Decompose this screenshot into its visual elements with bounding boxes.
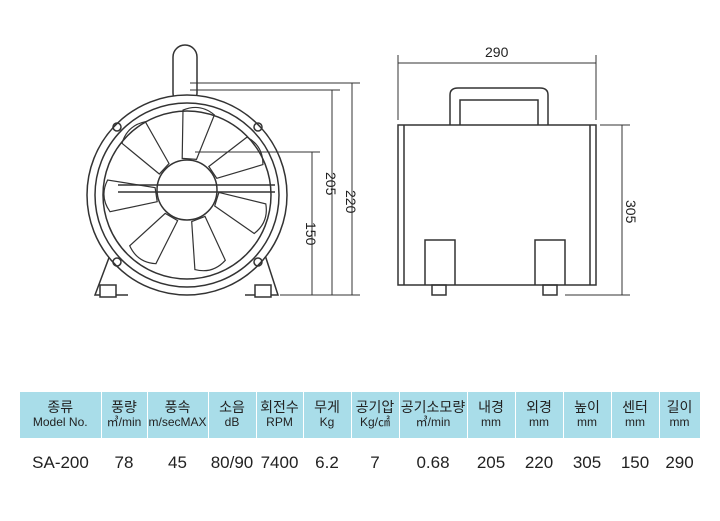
header-unit: Kg/㎠	[359, 415, 390, 429]
header-label: 종류	[47, 399, 74, 415]
header-unit: mm	[669, 415, 690, 429]
fan-blade	[213, 191, 267, 235]
table-cell: 80/90	[210, 453, 254, 472]
header-label: 공기소모량	[400, 399, 466, 415]
table-cell: SA-200	[32, 453, 89, 472]
header-unit: m/secMAX	[148, 415, 207, 429]
front-dimension-lines	[190, 82, 360, 296]
header-unit: ㎥/min	[106, 415, 142, 429]
dim-inner-diameter: 205	[323, 172, 339, 196]
fan-blade	[121, 121, 170, 175]
fan-blade	[207, 136, 264, 180]
header-label: 소음	[219, 399, 245, 415]
header-unit: mm	[625, 415, 645, 429]
header-label: 높이	[574, 399, 600, 415]
dim-height: 305	[623, 200, 639, 224]
fan-blade	[103, 179, 158, 213]
header-label: 풍량	[111, 399, 137, 415]
table-cell: 0.68	[416, 453, 450, 472]
table-cell: 78	[114, 453, 134, 472]
header-label: 외경	[526, 399, 552, 415]
table-cell: 7400	[260, 453, 299, 472]
table-cell: 7	[370, 453, 380, 472]
table-cell: 45	[168, 453, 187, 472]
technical-drawing: 220 205 150 290 305	[86, 44, 639, 298]
header-unit: dB	[224, 415, 240, 429]
fan-blade	[128, 212, 179, 265]
side-view	[397, 87, 597, 296]
table-cell: 305	[572, 453, 602, 472]
table-cell: 290	[665, 453, 694, 472]
header-unit: Model No.	[32, 415, 88, 429]
header-unit: ㎥/min	[415, 415, 451, 429]
table-cell: 150	[620, 453, 650, 472]
dim-length: 290	[485, 44, 509, 60]
header-unit: mm	[577, 415, 597, 429]
table-row: SA-200 78 45 80/90 7400 6.2 7 0.68 205 220 305 150 2…	[20, 438, 700, 488]
table-cell: 205	[476, 453, 506, 472]
header-label: 내경	[478, 399, 504, 415]
fan-blade	[181, 106, 216, 161]
dim-outer-diameter: 220	[343, 190, 359, 214]
header-unit: Kg	[319, 415, 335, 429]
header-label: 길이	[666, 399, 693, 415]
header-label: 풍속	[164, 399, 191, 415]
header-unit: RPM	[266, 415, 293, 429]
header-label: 공기압	[355, 399, 395, 415]
header-label: 센터	[622, 399, 648, 415]
header-unit: mm	[481, 415, 501, 429]
table-cell: 6.2	[315, 453, 339, 472]
dim-center: 150	[303, 222, 319, 246]
fan-blade	[191, 215, 227, 272]
front-view	[86, 44, 288, 298]
header-label: 회전수	[260, 399, 299, 415]
side-dimension-lines	[397, 55, 630, 296]
table-cell: 220	[524, 453, 554, 472]
header-unit: mm	[529, 415, 549, 429]
header-label: 무게	[314, 399, 340, 415]
